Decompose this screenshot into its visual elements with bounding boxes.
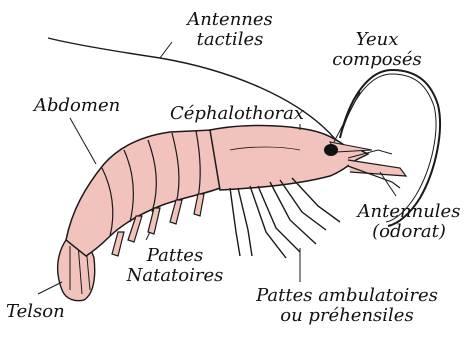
leader-pattes-natatoires <box>146 232 150 240</box>
label-telson: Telson <box>6 302 65 322</box>
label-antennules: Antennules (odorat) <box>354 202 464 242</box>
label-pattes-ambulatoires-line1: Pattes ambulatoires <box>242 286 452 306</box>
leader-antennes <box>160 42 172 58</box>
label-antennes-line1: Antennes <box>180 10 280 30</box>
label-pattes-natatoires-line2: Natatoires <box>120 266 230 286</box>
label-antennules-line2: (odorat) <box>354 222 464 242</box>
label-pattes-natatoires-line1: Pattes <box>120 246 230 266</box>
label-cephalothorax: Céphalothorax <box>170 104 304 124</box>
abdomen-shape <box>66 130 220 256</box>
label-pattes-ambulatoires: Pattes ambulatoires ou préhensiles <box>242 286 452 326</box>
label-abdomen: Abdomen <box>34 96 120 116</box>
label-yeux-line1: Yeux <box>322 30 432 50</box>
label-yeux-line2: composés <box>322 50 432 70</box>
label-yeux: Yeux composés <box>322 30 432 70</box>
leader-yeux <box>334 92 360 142</box>
eye <box>324 144 338 156</box>
label-antennules-line1: Antennules <box>354 202 464 222</box>
label-pattes-ambulatoires-line2: ou préhensiles <box>242 306 452 326</box>
cephalothorax-shape <box>210 126 368 191</box>
antenna <box>48 38 336 140</box>
label-antennes: Antennes tactiles <box>180 10 280 50</box>
label-pattes-natatoires: Pattes Natatoires <box>120 246 230 286</box>
leader-telson <box>38 282 62 294</box>
label-antennes-line2: tactiles <box>180 30 280 50</box>
leader-abdomen <box>70 118 96 164</box>
